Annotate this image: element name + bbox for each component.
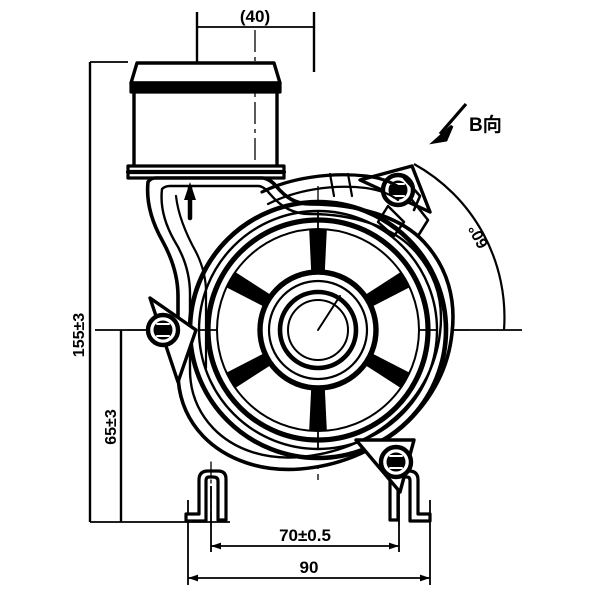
foot-right bbox=[388, 469, 432, 523]
guard-spokes bbox=[227, 230, 409, 430]
inlet-collar-top bbox=[129, 61, 282, 85]
dim-label-inlet-width: (40) bbox=[240, 7, 270, 26]
impeller-hub bbox=[257, 269, 379, 391]
view-direction-label: B向 bbox=[469, 113, 502, 136]
inlet-barrel bbox=[132, 90, 279, 168]
inlet-neck bbox=[125, 61, 287, 180]
mounting-lug-right bbox=[354, 438, 416, 494]
dim-label-outlet-angle: 60° bbox=[466, 221, 492, 250]
dim-label-overall-height: 155±3 bbox=[71, 313, 88, 357]
pump-body bbox=[125, 61, 455, 531]
inlet-collar-band bbox=[129, 81, 282, 94]
mounting-lug-left bbox=[145, 296, 198, 384]
view-direction-marker bbox=[429, 102, 468, 145]
dimension-lines bbox=[88, 12, 522, 585]
dim-label-axis-height: 65±3 bbox=[103, 409, 120, 445]
inlet-flow-arrow bbox=[184, 182, 196, 221]
dim-label-hole-pitch: 70±0.5 bbox=[279, 526, 331, 545]
dim-label-overall-width: 90 bbox=[300, 558, 319, 577]
volute-throat-wall bbox=[174, 194, 208, 370]
upper-clamp-strap bbox=[260, 172, 430, 238]
foot-left bbox=[184, 469, 228, 523]
guard-tick-marks bbox=[199, 211, 437, 449]
